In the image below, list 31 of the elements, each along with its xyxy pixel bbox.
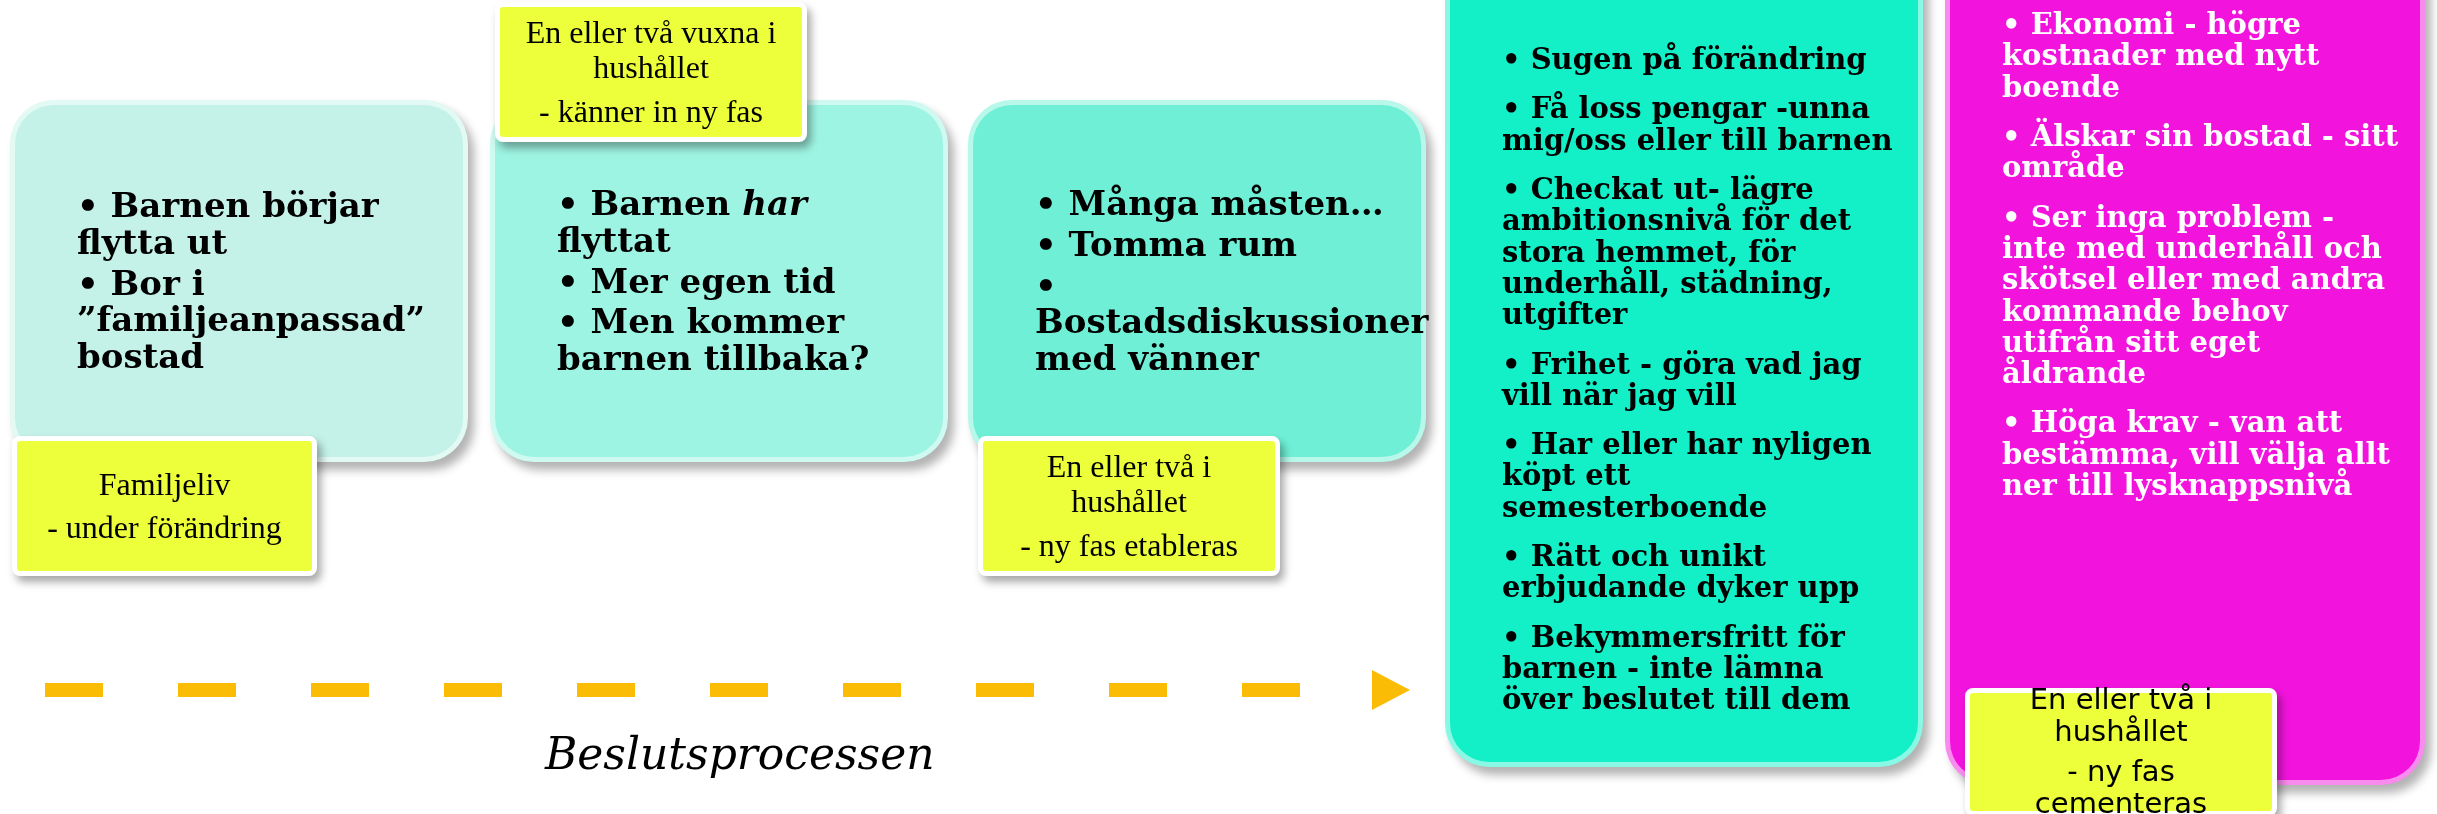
bullet-text: • Höga krav - van att bestämma, vill välja allt ner till lysknappsnivå <box>2002 407 2391 502</box>
bullet-text: • Sugen på förändring <box>1502 44 1868 76</box>
note-text: - känner in ny fas <box>538 93 764 129</box>
bullet-text: • Checkat ut- lägre ambitionsnivå för det stora hemmet, för underhåll, städning, utgifter <box>1502 173 1853 331</box>
bullet-text: • Ekonomi - högre kostnader med nytt boende <box>2002 9 2321 103</box>
bullet-text: • Bor i ”familjeanpassad” bostad <box>77 264 427 375</box>
bullet-text: • Bekymmersfritt för barnen - inte lämna över beslutet till dem <box>1502 621 1852 716</box>
note-text: - ny fas cementeras <box>2033 756 2209 814</box>
bullet-text: • Tomma rum <box>1035 225 1299 263</box>
stage-box <box>10 100 468 462</box>
note-text: En eller två i hushållet <box>2028 684 2214 748</box>
stage-box <box>1445 0 1923 767</box>
bullet-text: • Rätt och unikt erbjudande dyker upp <box>1502 541 1861 604</box>
stage-box <box>1945 0 2425 785</box>
bullet-text: • Få loss pengar -unna mig/oss eller till barnen <box>1502 93 1894 156</box>
note-text: En eller två vuxna i hushållet <box>524 15 778 86</box>
process-label: Beslutsprocessen <box>545 728 935 779</box>
bullet-text: • Mer egen tid <box>557 262 837 300</box>
bullet-text: • Ser inga problem - inte med underhåll och skötsel eller med andra kommande behov utifrån sitt eget åldrande <box>2002 201 2387 390</box>
bullet-text: • Barnen har flyttat <box>557 185 810 259</box>
bullet-text: • Frihet - göra vad jag vill när jag vill <box>1502 348 1863 412</box>
bullet-text: • Många måsten… <box>1035 185 1385 222</box>
note-text: - under förändring <box>46 510 283 546</box>
bullet-text: • Barnen börjar flytta ut <box>77 187 380 261</box>
stage-box <box>490 100 948 462</box>
note-text: En eller två i hushållet <box>1045 449 1213 520</box>
note-text: Familjeliv <box>97 466 232 502</box>
bullet-text: • Men kommer barnen tillbaka? <box>557 303 871 377</box>
bullet-text: • Bostadsdiskussioner med vänner <box>1035 266 1429 377</box>
bullet-text: • Har eller har nyligen köpt ett semesterboende <box>1502 429 1873 524</box>
note-text: - ny fas etableras <box>1019 527 1239 563</box>
